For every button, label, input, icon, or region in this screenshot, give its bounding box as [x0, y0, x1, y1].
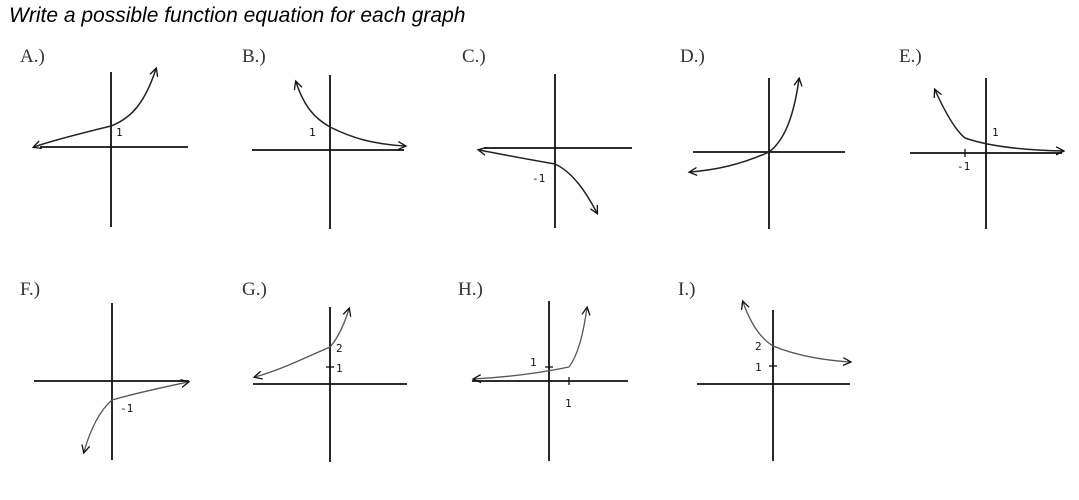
graph-a-curve-right — [110, 69, 156, 127]
graph-a-curve-left — [34, 125, 112, 147]
graph-b-mark-1: 1 — [309, 126, 316, 139]
graph-g-curve-right — [329, 309, 349, 348]
graph-e-curve-left — [935, 90, 966, 139]
graph-c: -1 — [479, 74, 632, 228]
graph-h-curve-right — [568, 308, 587, 368]
graph-f-mark-neg1: -1 — [120, 402, 133, 415]
graph-h: 1 1 — [472, 301, 628, 461]
graph-h-mark-x1: 1 — [565, 397, 572, 410]
graph-i-curve-right — [772, 345, 850, 362]
graph-i: 2 1 — [697, 302, 850, 461]
graph-a-mark-1: 1 — [116, 126, 123, 139]
worksheet-prompt: Write a possible function equation for e… — [9, 4, 466, 27]
graph-e-curve-right — [964, 137, 1063, 151]
graph-b-curve-right — [329, 126, 405, 146]
graph-f-curve-right — [111, 382, 188, 401]
graph-a: 1 — [34, 69, 188, 227]
graph-g: 2 1 — [253, 307, 407, 462]
graph-c-mark-neg1: -1 — [532, 172, 545, 185]
graph-c-curve-left — [479, 150, 556, 165]
panel-d-label: D.) — [680, 46, 705, 67]
graph-i-curve-left — [743, 302, 774, 347]
graph-g-curve-left — [255, 346, 331, 377]
panel-f-label: F.) — [20, 279, 41, 300]
graph-e-mark-neg1: -1 — [957, 160, 970, 173]
graph-d — [690, 78, 845, 229]
panel-a-label: A.) — [20, 46, 45, 67]
graph-c-curve-right — [554, 163, 597, 213]
graph-b-curve-left — [296, 82, 331, 128]
panel-b-label: B.) — [242, 46, 266, 67]
graph-i-mark-1: 1 — [755, 361, 762, 374]
graph-b: 1 — [252, 75, 405, 229]
panel-e-label: E.) — [899, 46, 922, 67]
panel-h-label: H.) — [458, 279, 483, 300]
graph-e-mark-1: 1 — [992, 126, 999, 139]
graph-f: -1 — [34, 303, 189, 460]
graph-h-curve-left — [474, 366, 570, 379]
graph-g-mark-1: 1 — [336, 362, 343, 375]
panel-i-label: I.) — [678, 279, 696, 300]
graph-h-mark-y1: 1 — [530, 356, 537, 369]
graph-d-curve-left — [690, 151, 770, 172]
panel-g-label: G.) — [242, 279, 267, 300]
graph-e: 1 -1 — [910, 78, 1063, 229]
graph-f-curve-left — [84, 399, 113, 452]
graph-d-curve-right — [768, 79, 799, 153]
panel-c-label: C.) — [462, 46, 486, 67]
graph-i-mark-2: 2 — [755, 340, 762, 353]
graph-g-mark-2: 2 — [336, 342, 343, 355]
